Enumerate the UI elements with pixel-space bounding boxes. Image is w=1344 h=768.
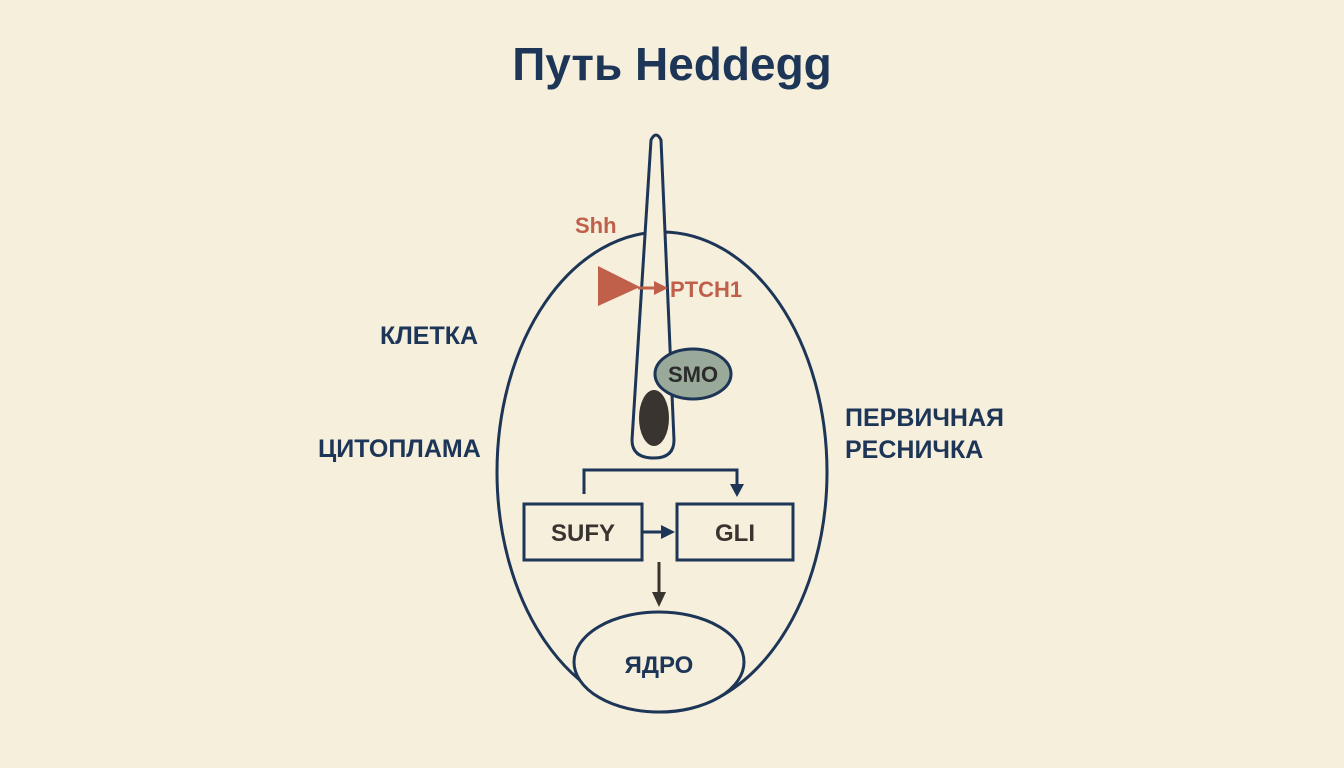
shh-label: Shh	[575, 213, 617, 238]
ptch1-label: PTCH1	[670, 277, 742, 302]
cell-label: КЛЕТКА	[380, 322, 478, 350]
shh-ligand-triangle	[598, 266, 640, 306]
nucleus-label: ЯДРО	[625, 652, 694, 679]
shh-to-ptch1-arrowhead	[654, 281, 668, 295]
gli-label: GLI	[715, 520, 755, 547]
cytoplasm-label: ЦИТОПЛАМА	[318, 435, 481, 463]
gli-box	[675, 502, 795, 562]
smo-node	[653, 347, 733, 401]
sufy-box	[522, 502, 644, 562]
basal-body	[639, 390, 669, 446]
to-nucleus-arrowhead	[652, 592, 666, 607]
sufy-label: SUFY	[551, 520, 615, 547]
primary-cilium-label-line1: ПЕРВИЧНАЯ	[845, 404, 1004, 432]
nucleus	[572, 610, 746, 714]
smo-label: SMO	[668, 362, 718, 387]
sufy-to-gli-bracket-line	[582, 468, 739, 494]
sufy-to-gli-arrowhead	[661, 525, 675, 539]
bracket-arrowhead	[730, 484, 744, 497]
diagram-title: Путь Heddegg	[512, 38, 832, 90]
primary-cilium-label-line2: РЕСНИЧКА	[845, 436, 983, 464]
